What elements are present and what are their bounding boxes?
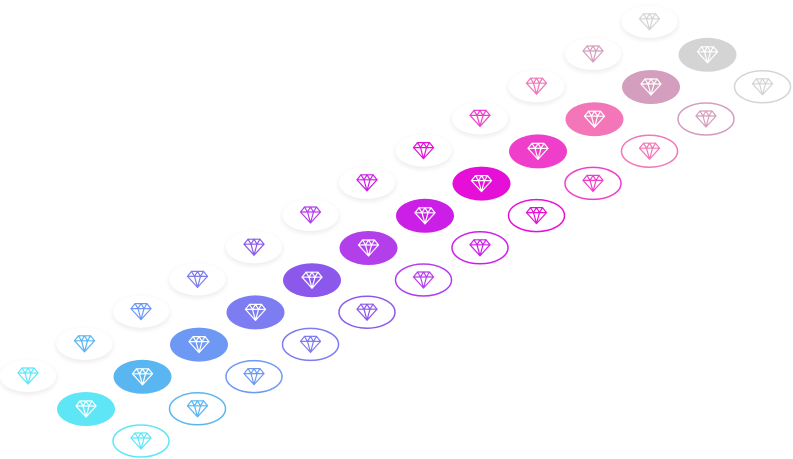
diamond-icon <box>17 367 39 385</box>
diamond-badge-filled <box>283 263 341 298</box>
diamond-icon <box>469 109 491 128</box>
diamond-icon <box>186 270 209 288</box>
diamond-badge-plain <box>452 102 508 135</box>
diamond-badge-plain <box>226 231 282 264</box>
diamond-icon <box>299 335 322 353</box>
diamond-icon <box>299 206 322 224</box>
diamond-icon <box>583 110 606 128</box>
diamond-icon <box>186 400 209 418</box>
diamond-icon <box>357 239 380 257</box>
diamond-badge-plain <box>339 166 395 199</box>
diamond-badge-plain <box>508 70 565 103</box>
diamond-badge-filled <box>452 166 511 201</box>
diamond-badge-filled <box>565 102 624 137</box>
diamond-icon <box>244 303 267 321</box>
diamond-badge-outline <box>677 102 735 136</box>
diamond-badge-plain <box>56 327 113 360</box>
diamond-icon <box>131 368 154 386</box>
diamond-badge-outline <box>281 327 340 362</box>
diamond-icon <box>75 400 97 418</box>
diamond-icon <box>130 303 152 321</box>
diamond-icon <box>582 45 604 63</box>
diamond-icon <box>695 110 717 128</box>
diamond-icon <box>414 207 436 225</box>
diamond-icon <box>527 142 549 160</box>
diamond-icon <box>638 142 661 160</box>
diamond-badge-outline <box>394 263 453 297</box>
diamond-badge-filled <box>57 392 115 426</box>
diamond-badge-plain <box>169 263 226 296</box>
diamond-icon <box>73 335 96 353</box>
diamond-icon <box>525 207 548 225</box>
diamond-icon <box>243 238 265 256</box>
diamond-icon <box>188 336 210 354</box>
diamond-icon <box>356 174 378 192</box>
diamond-icon <box>243 368 265 386</box>
diamond-badge-filled <box>622 70 680 104</box>
diamond-icon <box>356 303 378 321</box>
diamond-icon <box>696 46 719 64</box>
diamond-badge-filled <box>226 295 285 330</box>
diamond-badge-filled <box>678 37 737 72</box>
diamond-icon <box>525 77 548 95</box>
diamond-badge-outline <box>112 424 170 458</box>
diamond-badge-plain <box>113 295 169 328</box>
diamond-badge-outline <box>338 295 396 329</box>
diamond-icon <box>470 175 493 193</box>
diamond-icon <box>640 78 662 96</box>
diamond-badge-outline <box>620 134 679 168</box>
diamond-badge-outline <box>225 359 283 394</box>
diamond-badge-plain <box>282 199 339 231</box>
diamond-badge-plain <box>565 38 621 70</box>
diamond-icon <box>751 78 774 96</box>
diamond-badge-filled <box>396 198 454 233</box>
diamond-badge-filled <box>339 231 398 265</box>
diamond-badge-outline <box>733 70 792 104</box>
diamond-badge-filled <box>170 327 228 362</box>
diamond-icon <box>412 271 435 289</box>
diamond-badge-outline <box>564 166 622 201</box>
diamond-badge-plain <box>0 360 56 392</box>
diamond-badge-plain <box>395 134 452 167</box>
diamond-badge-outline <box>507 198 566 233</box>
diamond-badge-outline <box>168 392 227 426</box>
diamond-badge-filled <box>113 359 172 394</box>
diamond-icon <box>301 271 323 289</box>
diamond-icon <box>638 13 661 31</box>
diamond-icon <box>469 239 491 257</box>
diamond-badge-plain <box>621 5 678 38</box>
diamond-icon <box>130 432 152 450</box>
diamond-icon <box>582 174 604 192</box>
diamond-badge-filled <box>509 134 567 169</box>
diamond-icon <box>412 142 435 160</box>
diamond-badge-outline <box>451 231 509 265</box>
